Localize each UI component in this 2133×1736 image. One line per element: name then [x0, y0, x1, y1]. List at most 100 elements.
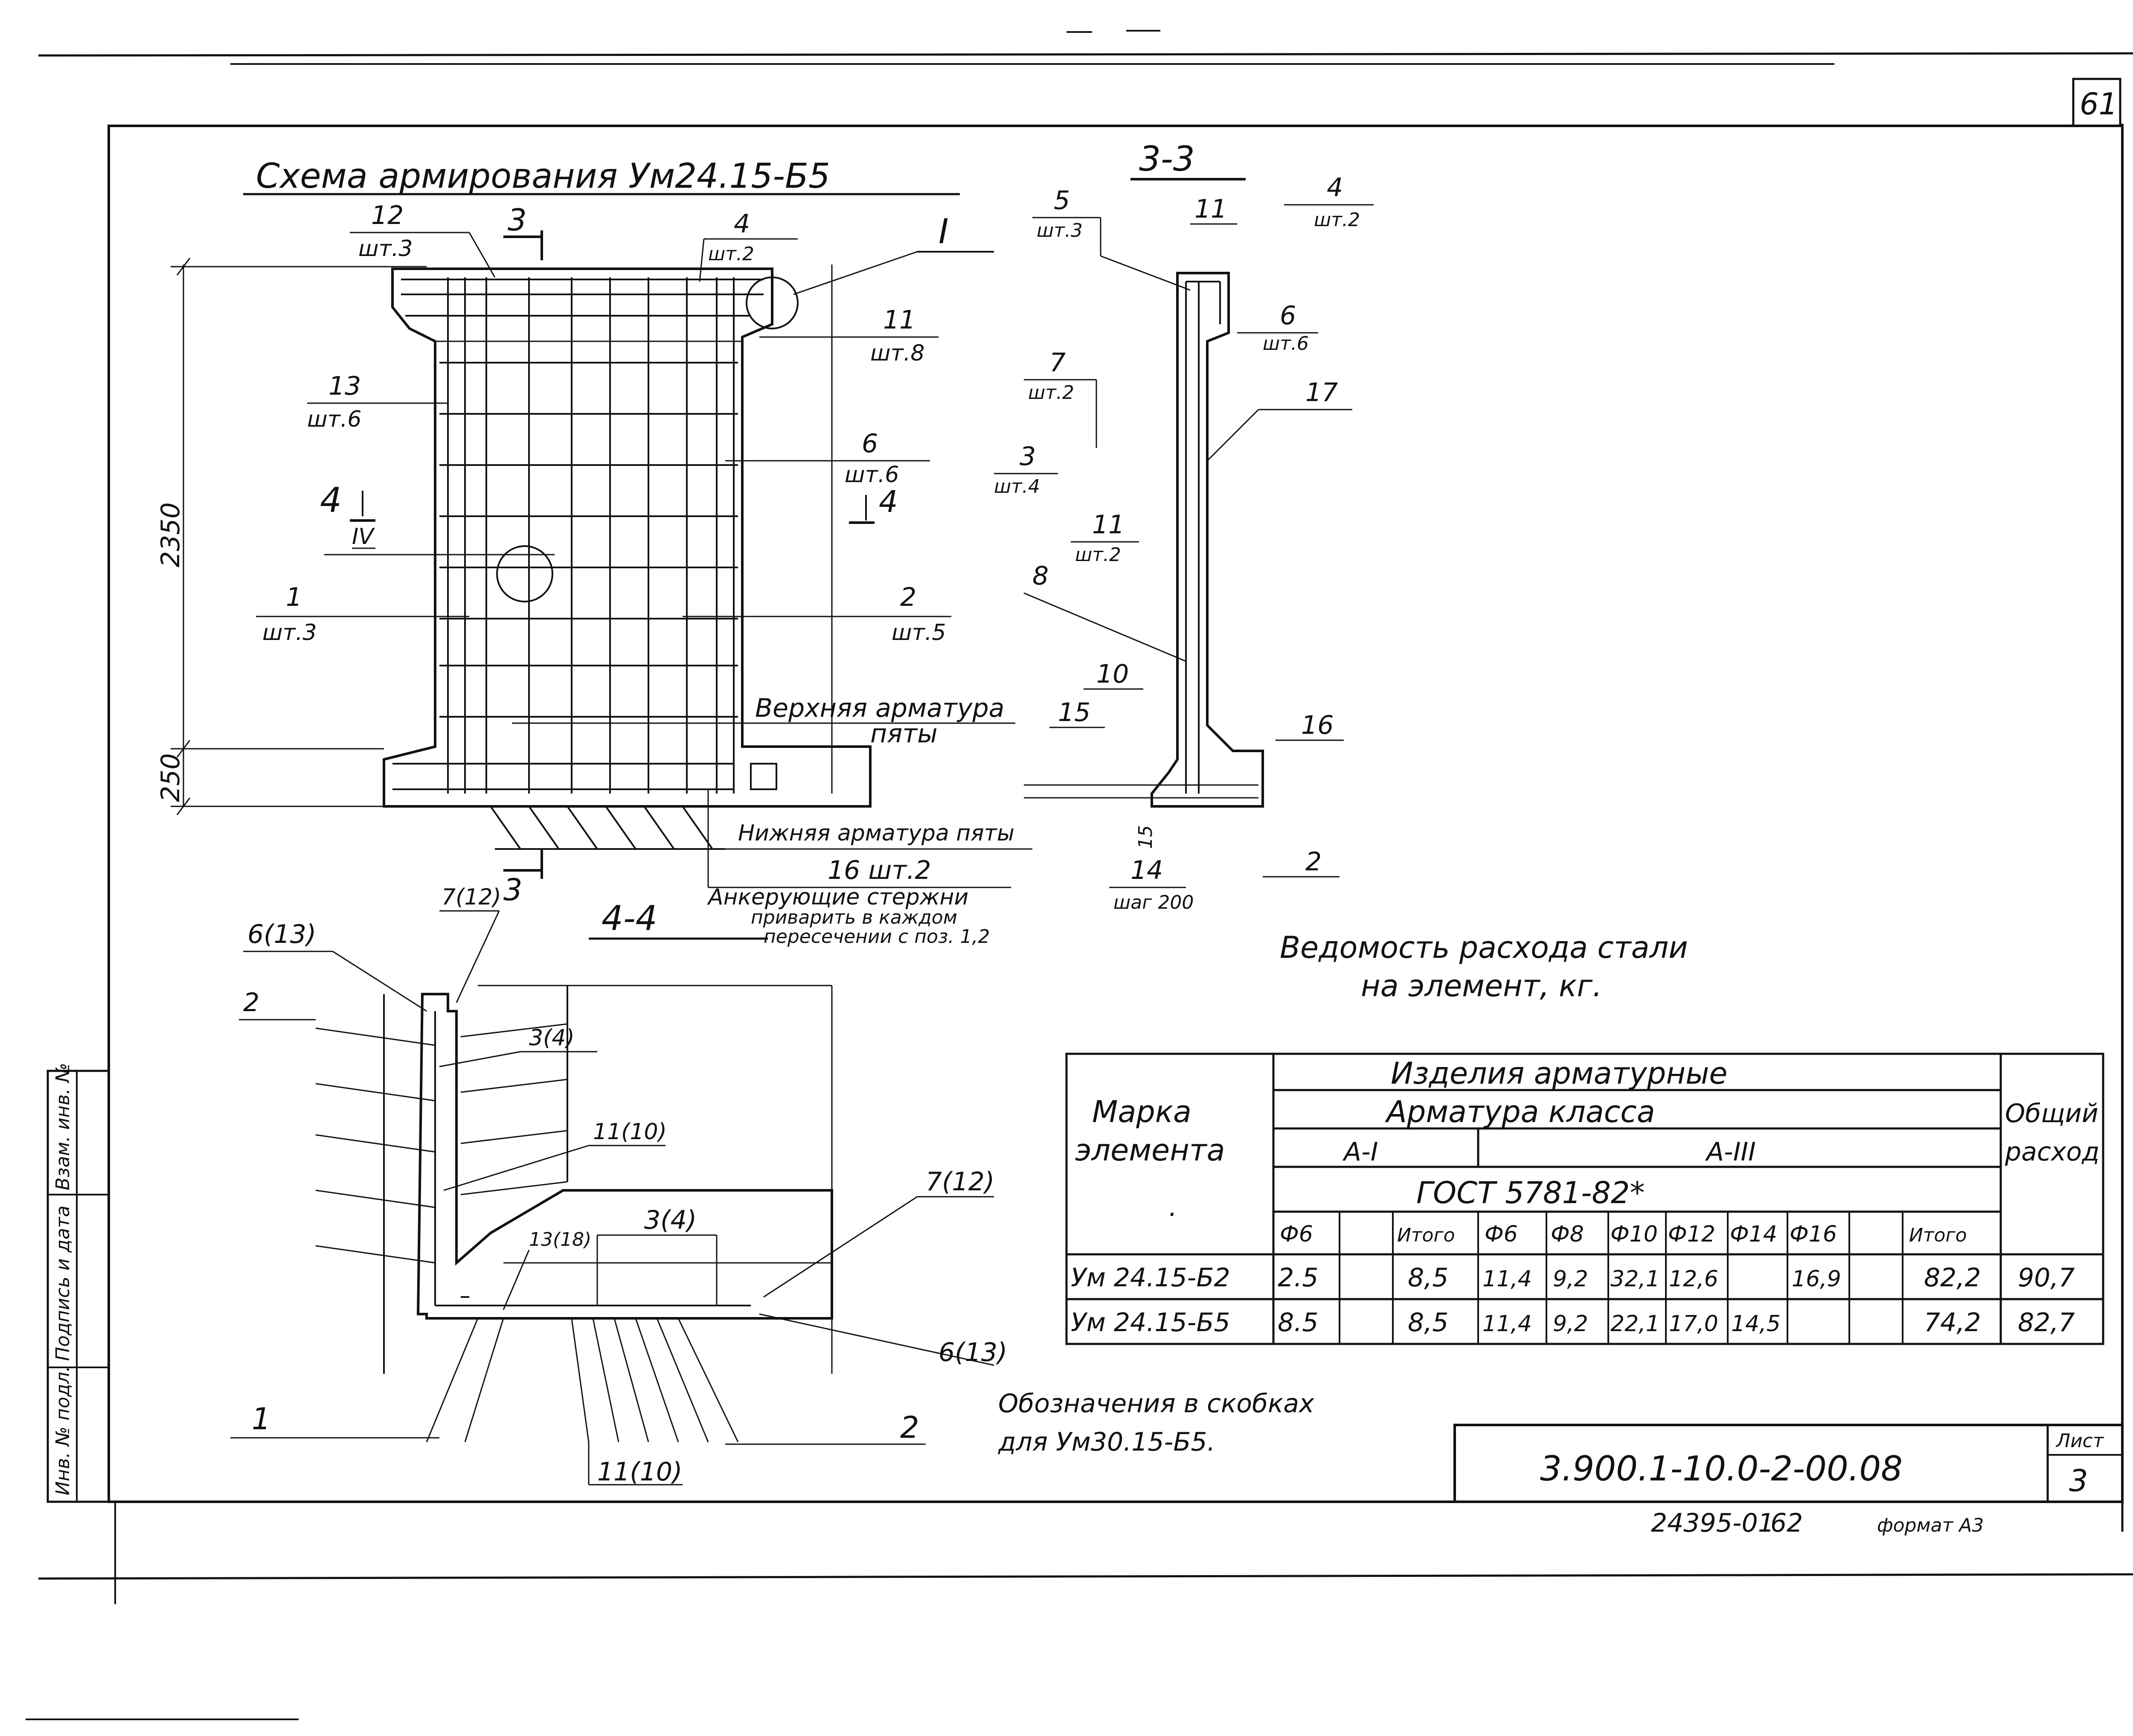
row2-c0: 8.5 [1278, 1308, 1318, 1338]
s33-5-num: 5 [1054, 186, 1070, 215]
callout-13-num: 13 [328, 371, 361, 401]
dim-height: 2350 [156, 502, 186, 567]
section-3-3-outline [1151, 272, 1264, 808]
callout-4-qty: шт.2 [708, 243, 754, 265]
archive-page: 62 [1770, 1508, 1803, 1538]
section-3-bottom: 3 [503, 872, 523, 907]
s44-3-4-top: 3(4) [529, 1025, 575, 1051]
s33-16-num: 16 [1301, 710, 1334, 740]
steel-table-title-1: Ведомость расхода стали [1280, 930, 1688, 965]
row2-total: 82,7 [2018, 1308, 2075, 1338]
hdr-5: Ф10 [1610, 1221, 1658, 1247]
col-total-2: расход [2005, 1137, 2100, 1167]
sheet-number-box: 61 [2072, 78, 2121, 127]
callout-6-qty: шт.6 [845, 462, 899, 488]
callout-11-qty: шт.8 [870, 340, 925, 366]
callout-6-num: 6 [862, 429, 878, 459]
hdr-8: Ф16 [1790, 1221, 1837, 1247]
table-row: Ум 24.15-Б5 8.5 8,5 11,4 9,2 22,1 17,0 1… [1071, 1308, 2075, 1338]
hdr-7: Ф14 [1730, 1221, 1777, 1247]
sheet-number: 61 [2080, 87, 2118, 122]
section-4-left: 4 [320, 480, 342, 520]
row1-c0: 2.5 [1278, 1263, 1318, 1293]
anchor-label: 16 шт.2 [828, 855, 931, 885]
stamp-replace-inv: Взам. инв. № [52, 1063, 74, 1190]
row2-c10: 74,2 [1924, 1308, 1981, 1338]
row2-c2: 8,5 [1408, 1308, 1448, 1338]
stamp-inv-no: Инв. № подл. [52, 1366, 74, 1495]
s44-1: 1 [252, 1402, 271, 1436]
row1-mark: Ум 24.15-Б2 [1071, 1263, 1230, 1293]
s33-7-qty: шт.2 [1028, 382, 1074, 404]
wall-outline [383, 268, 872, 808]
s33-6-num: 6 [1280, 301, 1296, 331]
callout-2-qty: шт.5 [892, 620, 946, 646]
section-4-4-outline [416, 993, 833, 1320]
section-4-right: 4 [879, 484, 898, 519]
dim-base: 250 [156, 753, 186, 802]
s44-7-12-top: 7(12) [442, 884, 501, 910]
upper-heel-label-2: пяты [870, 719, 938, 749]
callout-1-qty: шт.3 [262, 620, 317, 646]
class-a1: А-I [1342, 1137, 1378, 1167]
horizontal-bars [392, 279, 764, 790]
drawing-frame [108, 125, 2124, 1503]
section-4-4-title: 4-4 [602, 899, 657, 938]
title-block: 3.900.1-10.0-2-00.08 Лист 3 24395-01 62 … [1453, 1424, 2124, 1538]
class-a3: А-III [1705, 1137, 1756, 1167]
anchor-note-2: приварить в каждом [751, 907, 957, 928]
anchor-note-1: Анкерующие стержни [707, 884, 968, 910]
s44-13-18: 13(18) [529, 1229, 591, 1250]
s33-3-num: 3 [1020, 442, 1036, 471]
section-3-3-title: 3-3 [1139, 139, 1195, 179]
row2-c6: 17,0 [1669, 1311, 1718, 1337]
main-view: Схема армирования Ум24.15-Б5 [156, 156, 1032, 948]
s33-11b-num: 11 [1092, 510, 1125, 540]
s33-4-qty: шт.2 [1314, 209, 1360, 231]
s44-2-top: 2 [243, 988, 259, 1018]
group-label: Изделия арматурные [1391, 1056, 1727, 1091]
s44-6-13: 6(13) [247, 919, 316, 949]
row1-c8: 16,9 [1792, 1266, 1841, 1292]
detail-label-I: I [939, 212, 949, 251]
s44-3-4-mid: 3(4) [644, 1205, 697, 1235]
callout-4-num: 4 [734, 209, 750, 239]
s33-3-qty: шт.4 [994, 476, 1040, 497]
s33-15-num: 15 [1058, 698, 1090, 727]
lower-heel-label: Нижняя арматура пяты [738, 820, 1014, 846]
col-mark-dot: . [1169, 1192, 1177, 1222]
s44-7-12-right: 7(12) [926, 1167, 994, 1197]
upper-heel-label-1: Верхняя арматура [755, 693, 1004, 723]
callout-13-qty: шт.6 [307, 407, 362, 432]
row1-c5: 32,1 [1610, 1266, 1660, 1292]
s33-14-qty: шаг 200 [1113, 892, 1194, 913]
row1-c10: 82,2 [1924, 1263, 1981, 1293]
callout-1-num: 1 [286, 582, 302, 612]
vertical-bars [447, 277, 735, 794]
s33-4-num: 4 [1327, 173, 1343, 203]
row2-c4: 9,2 [1553, 1311, 1588, 1337]
section-4-4-bars [315, 1023, 739, 1442]
s33-dim-15: 15 [1135, 825, 1157, 849]
s33-8-num: 8 [1032, 561, 1049, 591]
sheet-margin-lines [26, 30, 2133, 1720]
s33-5-qty: шт.3 [1037, 220, 1083, 241]
s33-17-num: 17 [1305, 378, 1338, 407]
s44-11-10-top: 11(10) [593, 1119, 667, 1145]
sheet-label: Лист [2055, 1430, 2104, 1452]
s33-10-num: 10 [1096, 659, 1129, 689]
detail-circle-I [746, 276, 799, 329]
detail-circle-IV [496, 545, 553, 602]
hdr-0: Ф6 [1280, 1221, 1313, 1247]
callout-12-qty: шт.3 [358, 236, 413, 262]
col-mark-2: элемента [1075, 1133, 1225, 1168]
col-mark-1: Марка [1092, 1094, 1191, 1129]
s33-11b-qty: шт.2 [1075, 544, 1121, 566]
hdr-2: Итого [1397, 1224, 1455, 1246]
callout-2-num: 2 [900, 582, 916, 612]
section-4-4: 4-4 6(1 [230, 884, 1007, 1487]
gost-label: ГОСТ 5781-82* [1416, 1175, 1645, 1210]
section-4-4-labels: 6(13) 7(12) 2 3(4) 11(10) 13(18) 3(4) 7(… [230, 884, 1007, 1487]
row2-mark: Ум 24.15-Б5 [1071, 1308, 1230, 1338]
